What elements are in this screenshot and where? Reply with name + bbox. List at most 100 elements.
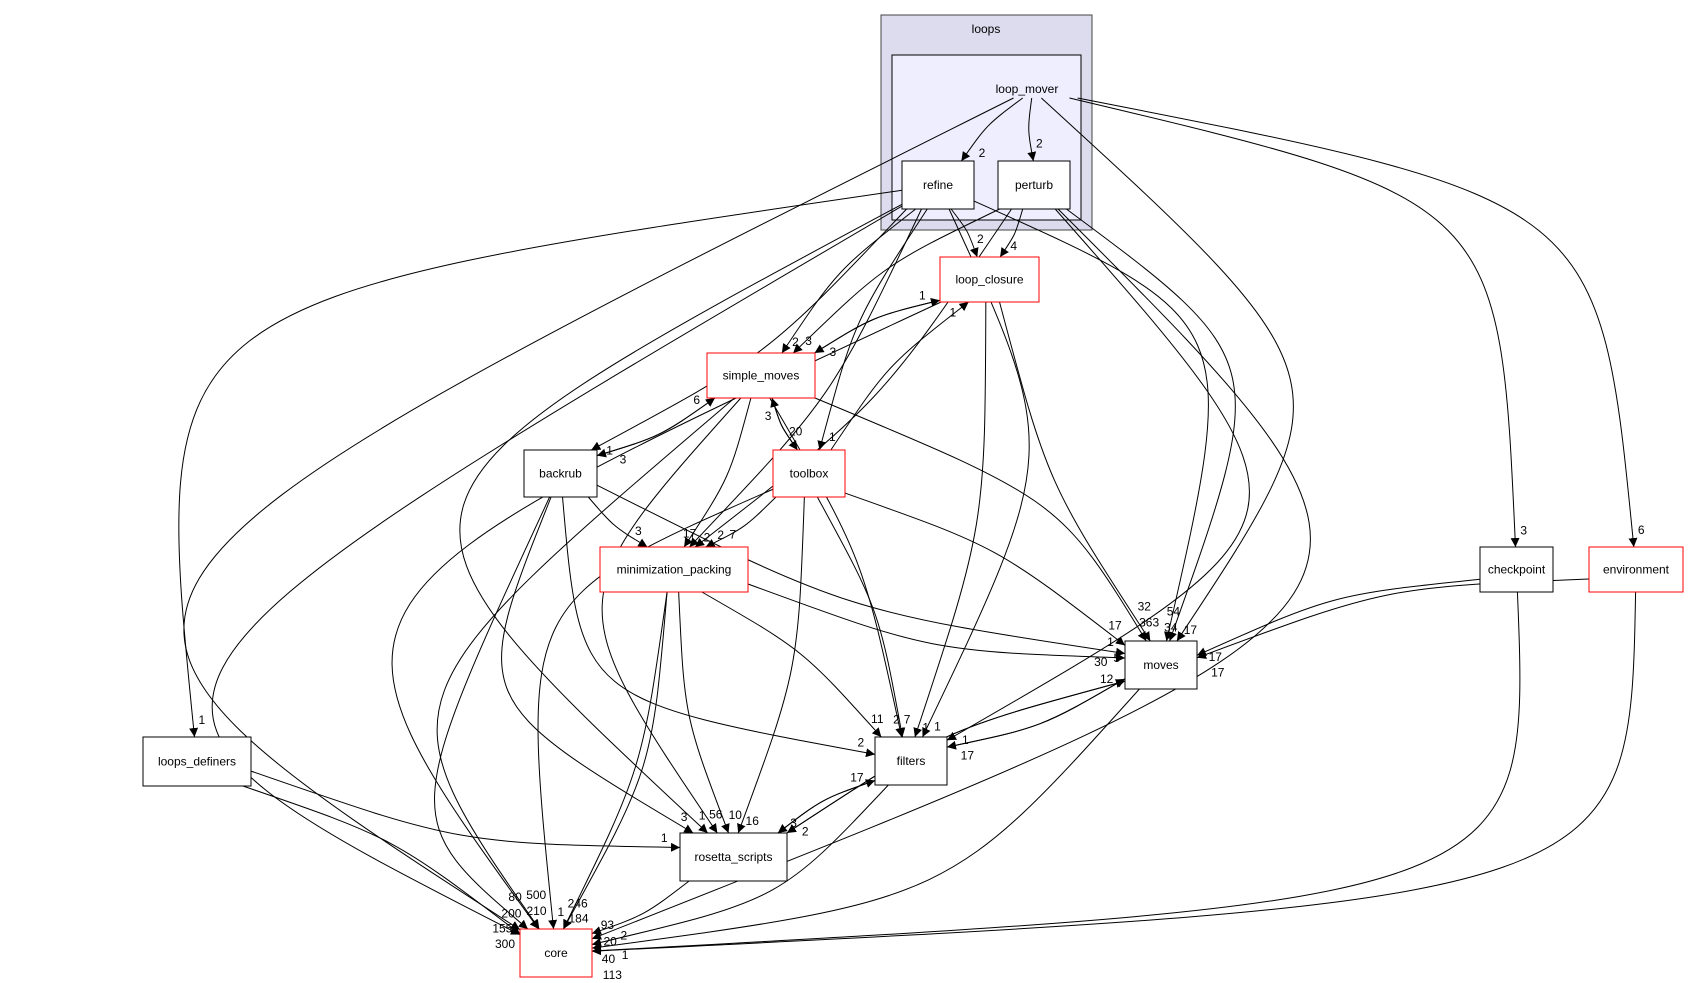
- edge-refine-to-rosetta_scripts[interactable]: [459, 203, 903, 834]
- node-simple-moves[interactable]: simple_moves: [706, 352, 816, 399]
- edge-environment-to-core[interactable]: [591, 591, 1637, 956]
- edge-refine-to-core[interactable]: [211, 205, 903, 936]
- edge-checkpoint-to-moves[interactable]: [1196, 578, 1481, 656]
- node-box[interactable]: [1124, 640, 1198, 690]
- edge-toolbox-to-rosetta_scripts[interactable]: [737, 496, 805, 834]
- node-box[interactable]: [523, 449, 598, 498]
- edge-refine-to-simple_moves[interactable]: [781, 208, 917, 354]
- node-backrub[interactable]: backrub: [523, 449, 598, 498]
- edge-refine-to-backrub[interactable]: [591, 208, 907, 451]
- edge-loop_closure-to-filters[interactable]: [913, 301, 987, 738]
- edge-loops_definers-to-core[interactable]: [242, 785, 521, 935]
- edge-label[interactable]: 2: [893, 713, 900, 727]
- edge-label[interactable]: 17: [1211, 665, 1225, 679]
- node-environment[interactable]: environment: [1588, 546, 1684, 593]
- edge-label[interactable]: 32: [1138, 600, 1152, 614]
- edge-label[interactable]: 54: [1167, 605, 1181, 619]
- edge-refine-to-minimization_packing[interactable]: [689, 208, 922, 548]
- edge-toolbox-to-core[interactable]: [537, 488, 774, 930]
- edge-label[interactable]: 1: [661, 831, 668, 845]
- node-box[interactable]: [142, 736, 252, 787]
- edge-minimization_packing-to-core[interactable]: [562, 591, 668, 930]
- edge-refine-to-moves[interactable]: [973, 200, 1209, 642]
- edge-label[interactable]: 1: [829, 430, 836, 444]
- edge-loop_closure-to-core[interactable]: [391, 301, 942, 930]
- edge-simple_moves-to-filters[interactable]: [769, 397, 905, 738]
- edge-moves-to-core[interactable]: [591, 688, 1140, 952]
- node-box[interactable]: [599, 546, 749, 593]
- node-loops-definers[interactable]: loops_definers: [142, 736, 252, 787]
- edge-label[interactable]: 2: [1036, 137, 1043, 151]
- edge-refine-to-toolbox[interactable]: [817, 208, 928, 451]
- node-core[interactable]: core: [519, 928, 593, 978]
- edge-label[interactable]: 3: [830, 345, 837, 359]
- edge-perturb-to-moves[interactable]: [1066, 208, 1236, 642]
- edge-simple_moves-to-minimization_packing[interactable]: [683, 397, 752, 548]
- edge-label[interactable]: 300: [495, 937, 515, 951]
- node-loop-closure[interactable]: loop_closure: [939, 256, 1040, 303]
- edge-rosetta_scripts-to-moves[interactable]: [786, 679, 1126, 834]
- edge-loop_mover-to-perturb[interactable]: [1027, 97, 1037, 162]
- edge-checkpoint-to-core[interactable]: [591, 591, 1521, 956]
- edge-label[interactable]: 113: [603, 968, 622, 982]
- edge-label[interactable]: 3: [790, 816, 797, 830]
- edge-label[interactable]: 17: [683, 526, 697, 540]
- edge-label[interactable]: 500: [526, 888, 546, 902]
- edge-label[interactable]: 184: [569, 912, 589, 926]
- node-box[interactable]: [519, 928, 593, 978]
- node-box[interactable]: [1588, 546, 1684, 593]
- edge-backrub-to-core[interactable]: [434, 496, 551, 930]
- edge-label[interactable]: 2: [717, 528, 724, 542]
- edge-label[interactable]: 1: [962, 733, 969, 747]
- edge-label[interactable]: 40: [602, 952, 616, 966]
- edge-backrub-to-minimization_packing[interactable]: [587, 496, 648, 548]
- node-box[interactable]: [1479, 546, 1554, 593]
- edge-label[interactable]: 1: [699, 809, 706, 823]
- node-box[interactable]: [772, 449, 846, 498]
- edge-label[interactable]: 363: [1139, 616, 1159, 630]
- edge-toolbox-to-simple_moves[interactable]: [770, 397, 798, 451]
- edge-perturb-to-simple_moves[interactable]: [792, 208, 1000, 354]
- edge-label[interactable]: 5: [1113, 651, 1120, 665]
- edge-label[interactable]: 2: [792, 335, 799, 349]
- edge-label[interactable]: 17: [1209, 650, 1223, 664]
- edge-label[interactable]: 3: [620, 453, 627, 467]
- edge-label[interactable]: 7: [904, 712, 911, 726]
- edge-toolbox-to-moves[interactable]: [844, 492, 1126, 646]
- edge-rosetta_scripts-to-filters[interactable]: [777, 779, 876, 834]
- edge-label[interactable]: 3: [1520, 524, 1527, 538]
- edge-perturb-to-core[interactable]: [591, 208, 1311, 940]
- edge-label[interactable]: 17: [850, 770, 864, 784]
- edge-simple_moves-to-rosetta_scripts[interactable]: [601, 397, 742, 834]
- node-box[interactable]: [706, 352, 816, 399]
- node-checkpoint[interactable]: checkpoint: [1479, 546, 1554, 593]
- edge-filters-to-core[interactable]: [591, 784, 889, 947]
- edge-label[interactable]: 17: [1108, 619, 1122, 633]
- edge-label[interactable]: 1: [950, 305, 957, 319]
- edge-label[interactable]: 4: [1010, 239, 1017, 253]
- edge-label[interactable]: 17: [961, 749, 975, 763]
- edge-loop_mover-to-moves[interactable]: [1041, 97, 1294, 642]
- edge-loop_mover-to-core[interactable]: [183, 97, 1014, 931]
- edge-rosetta_scripts-to-core[interactable]: [591, 880, 690, 935]
- edge-backrub-to-rosetta_scripts[interactable]: [501, 496, 694, 834]
- edge-toolbox-to-filters[interactable]: [816, 496, 906, 738]
- edge-label[interactable]: 1: [934, 719, 941, 733]
- edge-filters-to-moves[interactable]: [946, 678, 1126, 748]
- node-moves[interactable]: moves: [1124, 640, 1198, 690]
- edge-label[interactable]: 17: [1184, 623, 1198, 637]
- edge-label[interactable]: 1: [919, 288, 926, 302]
- node-box[interactable]: [997, 160, 1071, 210]
- edge-label[interactable]: 3: [635, 524, 642, 538]
- edge-refine-to-loop_closure[interactable]: [950, 208, 979, 258]
- edge-backrub-to-simple_moves[interactable]: [596, 397, 716, 457]
- edge-backrub-to-moves[interactable]: [596, 484, 1126, 657]
- edge-label[interactable]: 7: [729, 528, 736, 542]
- edge-label[interactable]: 1: [606, 443, 613, 457]
- edge-minimization_packing-to-moves[interactable]: [747, 583, 1126, 663]
- edge-label[interactable]: 2: [977, 232, 984, 246]
- edge-label[interactable]: 246: [568, 896, 588, 910]
- edge-minimization_packing-to-core[interactable]: [562, 591, 668, 930]
- edge-backrub-to-filters[interactable]: [562, 496, 876, 758]
- edge-simple_moves-to-core[interactable]: [436, 397, 735, 930]
